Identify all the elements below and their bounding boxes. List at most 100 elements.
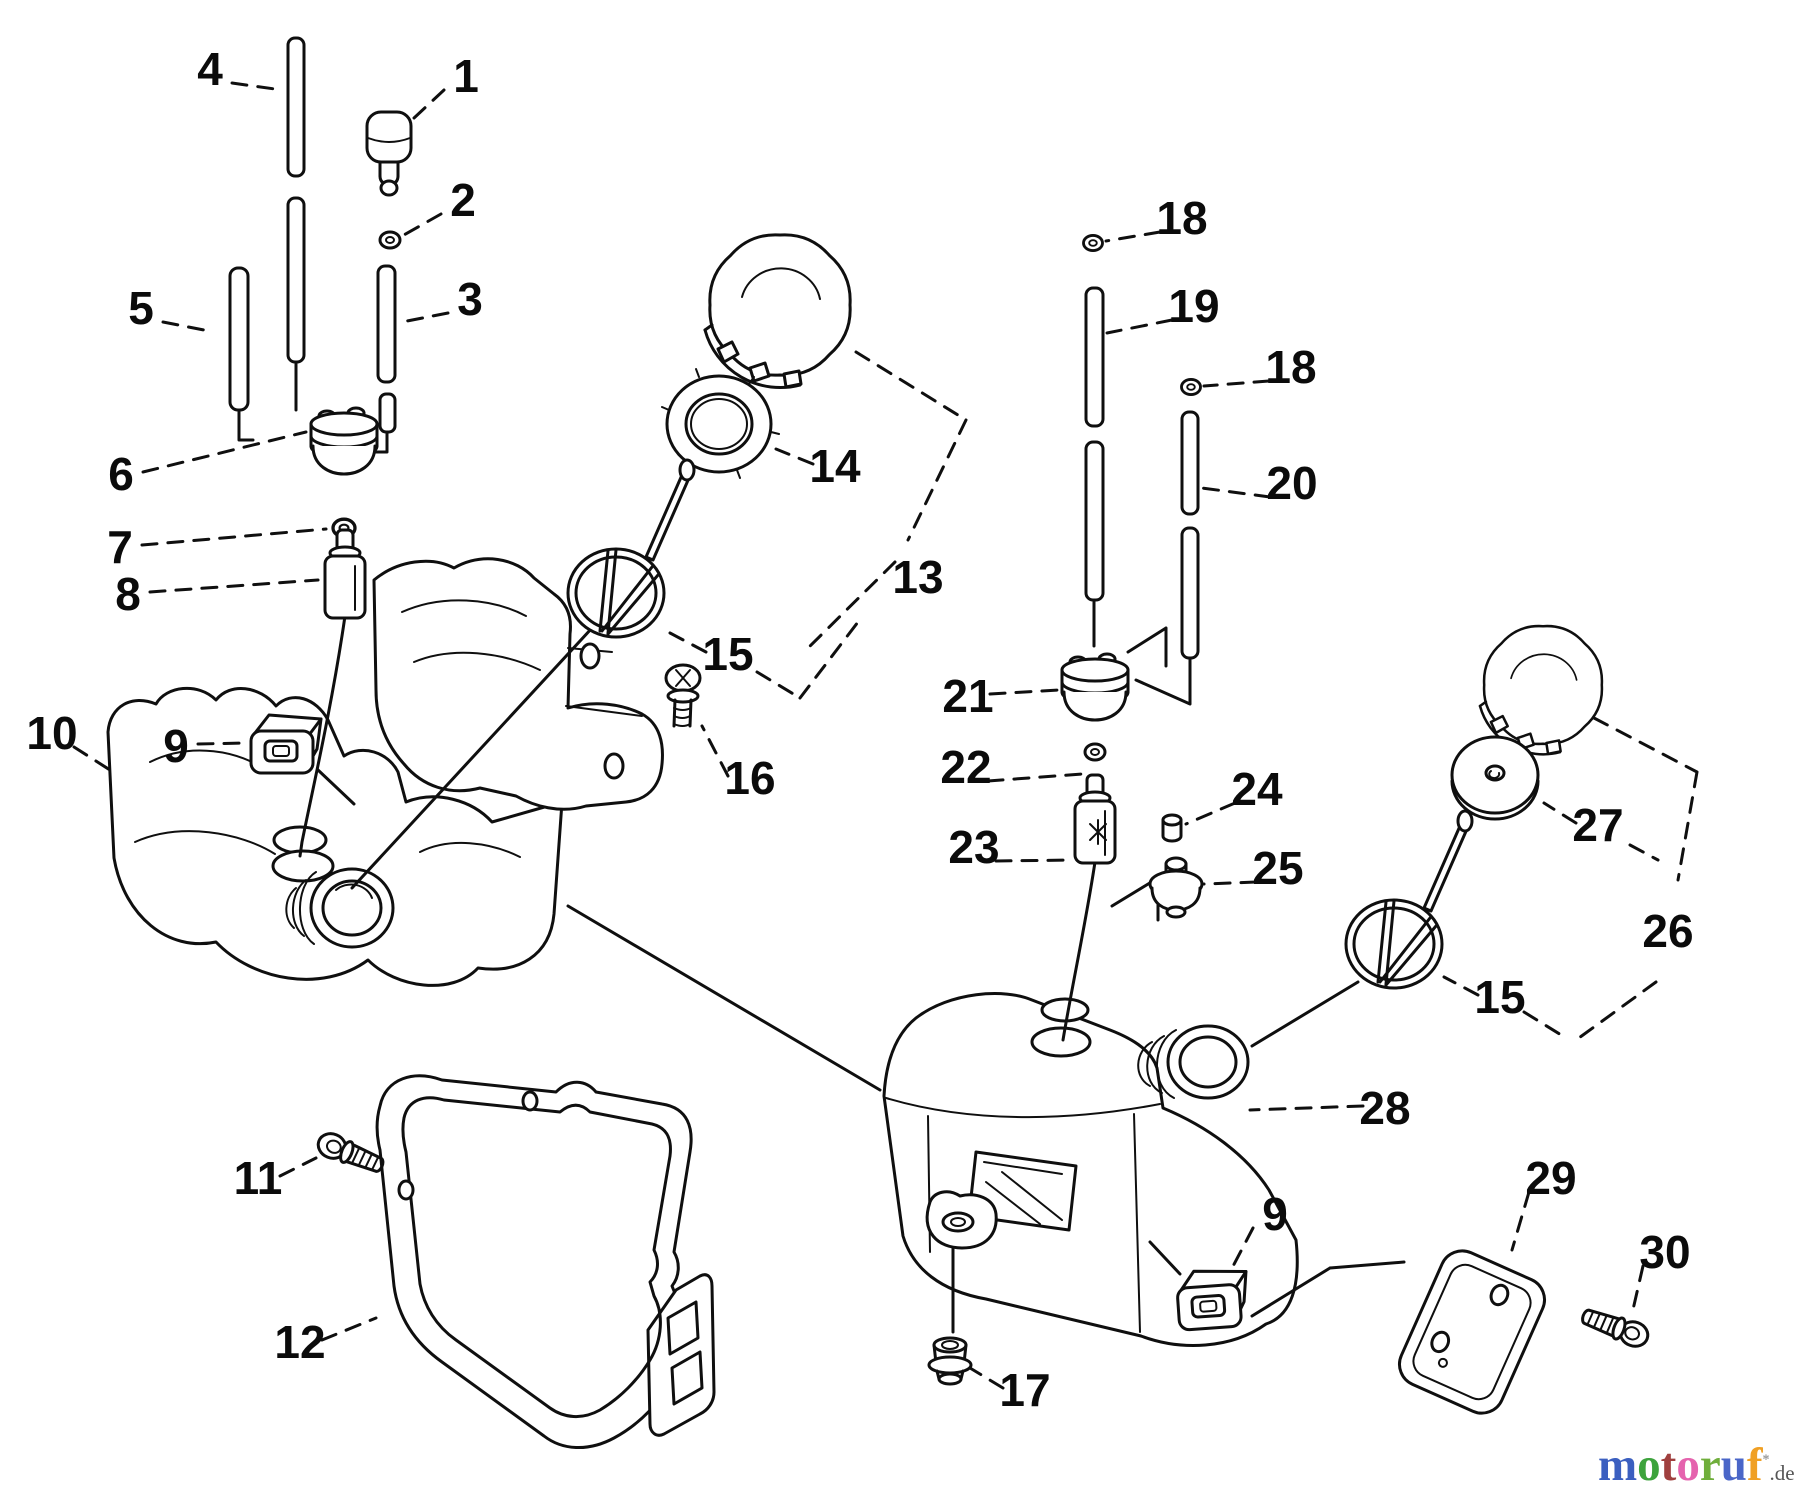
callout-18a-leader bbox=[1104, 230, 1162, 243]
logo-letter-r: r bbox=[1699, 1439, 1721, 1491]
logo-letter-o: o bbox=[1676, 1439, 1700, 1491]
part-14-cap-gasket bbox=[661, 368, 780, 479]
callout-21-label: 21 bbox=[942, 670, 993, 722]
part-20-fuel-pipe bbox=[1180, 410, 1200, 660]
callout-27-leader bbox=[1542, 801, 1578, 825]
part-17-nut bbox=[927, 1336, 973, 1386]
part-18-ring-b bbox=[1180, 377, 1202, 397]
motoruf-watermark-logo: motoruf*.de bbox=[1598, 1438, 1798, 1498]
callout-30-label: 30 bbox=[1639, 1226, 1690, 1278]
callout-15L-label: 15 bbox=[702, 628, 753, 680]
callout-6-label: 6 bbox=[108, 448, 134, 500]
tank-mount-bracket-left bbox=[372, 557, 664, 811]
part-27-cap-washer bbox=[1450, 735, 1540, 821]
part-24-clip bbox=[1161, 813, 1183, 843]
part-30-screw bbox=[1577, 1302, 1653, 1352]
callout-2-leader bbox=[400, 212, 443, 238]
callout-21-leader bbox=[988, 688, 1060, 696]
callout-18b-label: 18 bbox=[1265, 341, 1316, 393]
callout-18b-leader bbox=[1202, 379, 1271, 388]
part-11-screw bbox=[313, 1128, 389, 1179]
part-13-fuel-cap-left bbox=[703, 233, 852, 390]
callout-16-leader bbox=[700, 724, 730, 778]
callout-29-leader bbox=[1510, 1190, 1531, 1252]
callout-29-label: 29 bbox=[1525, 1152, 1576, 1204]
callout-3-label: 3 bbox=[457, 273, 483, 325]
part-16-screw bbox=[664, 663, 702, 728]
callout-17-leader bbox=[968, 1366, 1005, 1390]
callout-17-label: 17 bbox=[999, 1364, 1050, 1416]
callout-6-leader bbox=[141, 430, 308, 474]
callout-22-leader bbox=[986, 772, 1084, 783]
callout-25-leader bbox=[1202, 880, 1258, 886]
callout-23-leader bbox=[994, 858, 1074, 863]
callout-10-leader bbox=[72, 745, 112, 772]
group-brackets bbox=[755, 350, 1699, 1045]
callout-16-label: 16 bbox=[724, 752, 775, 804]
part-25-valve-grommet bbox=[1148, 856, 1204, 919]
part-8-fuel-filter bbox=[323, 528, 367, 620]
part-19-fuel-pipe bbox=[1084, 286, 1105, 602]
callout-19-leader bbox=[1105, 318, 1174, 335]
part-5-fuel-pipe bbox=[228, 266, 250, 412]
callout-25-label: 25 bbox=[1252, 842, 1303, 894]
callout-3-leader bbox=[400, 311, 450, 324]
part-1-plug bbox=[365, 110, 413, 197]
part-12-guard-plate bbox=[375, 1074, 716, 1450]
callout-14-leader bbox=[774, 447, 815, 466]
logo-letter-f: f bbox=[1746, 1439, 1763, 1491]
callout-20-leader bbox=[1200, 486, 1272, 499]
callout-layer: 1234567891011121314151617181918202122232… bbox=[26, 43, 1693, 1416]
callout-15R-leader bbox=[1442, 975, 1480, 997]
fuel-tank-left bbox=[106, 686, 564, 987]
part-28-filler-neck bbox=[1137, 1024, 1250, 1100]
fuel-tank-right bbox=[882, 992, 1299, 1347]
part-4-fuel-pipe bbox=[286, 36, 306, 364]
callout-9R-label: 9 bbox=[1262, 1188, 1288, 1240]
callout-26-label: 26 bbox=[1642, 905, 1693, 957]
callout-18a-label: 18 bbox=[1156, 192, 1207, 244]
part-15-strainer-left bbox=[566, 458, 696, 639]
callout-5-leader bbox=[161, 320, 206, 332]
callout-12-label: 12 bbox=[274, 1316, 325, 1368]
callout-1-leader bbox=[412, 88, 446, 120]
callout-7-label: 7 bbox=[107, 521, 133, 573]
callout-4-label: 4 bbox=[197, 43, 223, 95]
part-23-fuel-filter bbox=[1073, 773, 1117, 865]
logo-letter-o: o bbox=[1637, 1439, 1661, 1491]
part-2-ring bbox=[378, 230, 402, 250]
part-18-ring-a bbox=[1082, 233, 1104, 253]
callout-10-label: 10 bbox=[26, 707, 77, 759]
callout-9L-leader bbox=[196, 741, 248, 746]
part-26-fuel-cap-right bbox=[1478, 624, 1604, 756]
callout-22-label: 22 bbox=[940, 741, 991, 793]
callout-15R-label: 15 bbox=[1474, 971, 1525, 1023]
callout-24-leader bbox=[1184, 801, 1237, 826]
callout-27-label: 27 bbox=[1572, 799, 1623, 851]
callout-1-label: 1 bbox=[453, 50, 479, 102]
callout-30-leader bbox=[1630, 1264, 1645, 1316]
logo-letter-m: m bbox=[1598, 1439, 1638, 1491]
callout-9L-label: 9 bbox=[163, 720, 189, 772]
callout-11-label: 11 bbox=[234, 1152, 283, 1204]
callout-11-leader bbox=[278, 1156, 318, 1178]
callout-15L-leader bbox=[668, 631, 708, 654]
callout-23-label: 23 bbox=[948, 821, 999, 873]
callout-28-label: 28 bbox=[1359, 1082, 1410, 1134]
callout-12-leader bbox=[320, 1316, 378, 1342]
callout-8-leader bbox=[148, 578, 320, 594]
part-3-fuel-pipe bbox=[376, 264, 397, 434]
callout-20-label: 20 bbox=[1266, 457, 1317, 509]
callout-19-label: 19 bbox=[1168, 280, 1219, 332]
part-9-grommet-left bbox=[249, 713, 323, 775]
part-29-mount-plate bbox=[1398, 1249, 1546, 1415]
callout-4-leader bbox=[230, 81, 284, 92]
logo-word: motoruf bbox=[1598, 1439, 1762, 1491]
assembly-lines bbox=[237, 360, 1406, 1334]
callout-28-leader bbox=[1248, 1104, 1365, 1112]
logo-letter-u: u bbox=[1720, 1439, 1747, 1491]
callout-2-label: 2 bbox=[450, 174, 476, 226]
callout-8-label: 8 bbox=[115, 568, 141, 620]
